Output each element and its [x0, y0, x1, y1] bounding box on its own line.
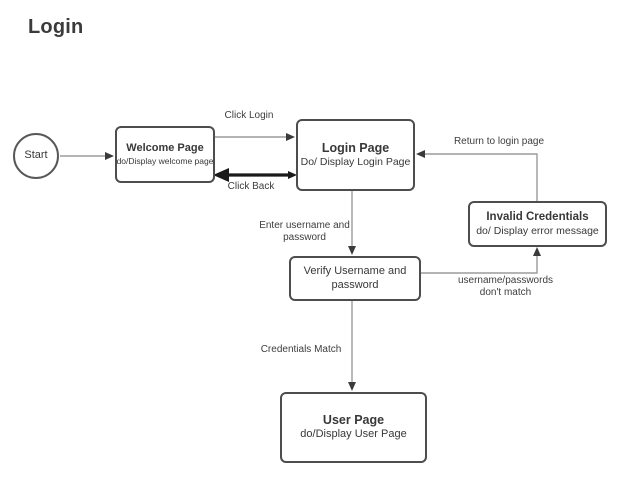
start-node: Start	[13, 133, 59, 179]
edge-label-return-to-login: Return to login page	[453, 136, 545, 147]
node-verify-body: Verify Username and password	[303, 264, 407, 291]
edge-start-to-welcome	[60, 152, 114, 160]
node-invalid-credentials: Invalid Credentials do/ Display error me…	[468, 201, 607, 247]
edge-verify-to-invalid	[421, 247, 541, 274]
start-node-label: Start	[24, 149, 48, 162]
node-user-page: User Page do/Display User Page	[280, 392, 427, 463]
edge-verify-to-user	[348, 301, 356, 391]
edge-label-click-login: Click Login	[224, 110, 274, 121]
node-login-subtitle: Do/ Display Login Page	[300, 156, 411, 169]
node-welcome-page: Welcome Page do/Display welcome page	[115, 126, 215, 183]
edge-label-credentials-match: Credentials Match	[260, 344, 342, 355]
node-user-title: User Page	[322, 412, 385, 427]
node-user-subtitle: do/Display User Page	[300, 428, 407, 441]
edge-invalid-to-login	[416, 150, 538, 201]
node-verify-credentials: Verify Username and password	[289, 256, 421, 301]
node-welcome-title: Welcome Page	[126, 142, 204, 155]
page-title: Login	[28, 16, 84, 38]
edge-label-no-match: username/passwords don't match	[457, 275, 554, 298]
edge-login-to-verify	[348, 191, 356, 255]
node-login-page: Login Page Do/ Display Login Page	[296, 119, 415, 191]
node-welcome-subtitle: do/Display welcome page	[116, 156, 214, 167]
edge-label-click-back: Click Back	[227, 181, 275, 192]
edge-label-enter-credentials: Enter username and password	[259, 220, 350, 243]
edge-welcome-to-login	[215, 133, 295, 141]
node-login-title: Login Page	[321, 140, 390, 155]
node-invalid-title: Invalid Credentials	[486, 211, 589, 224]
node-invalid-subtitle: do/ Display error message	[476, 224, 599, 237]
edge-login-to-welcome-back	[213, 168, 297, 182]
